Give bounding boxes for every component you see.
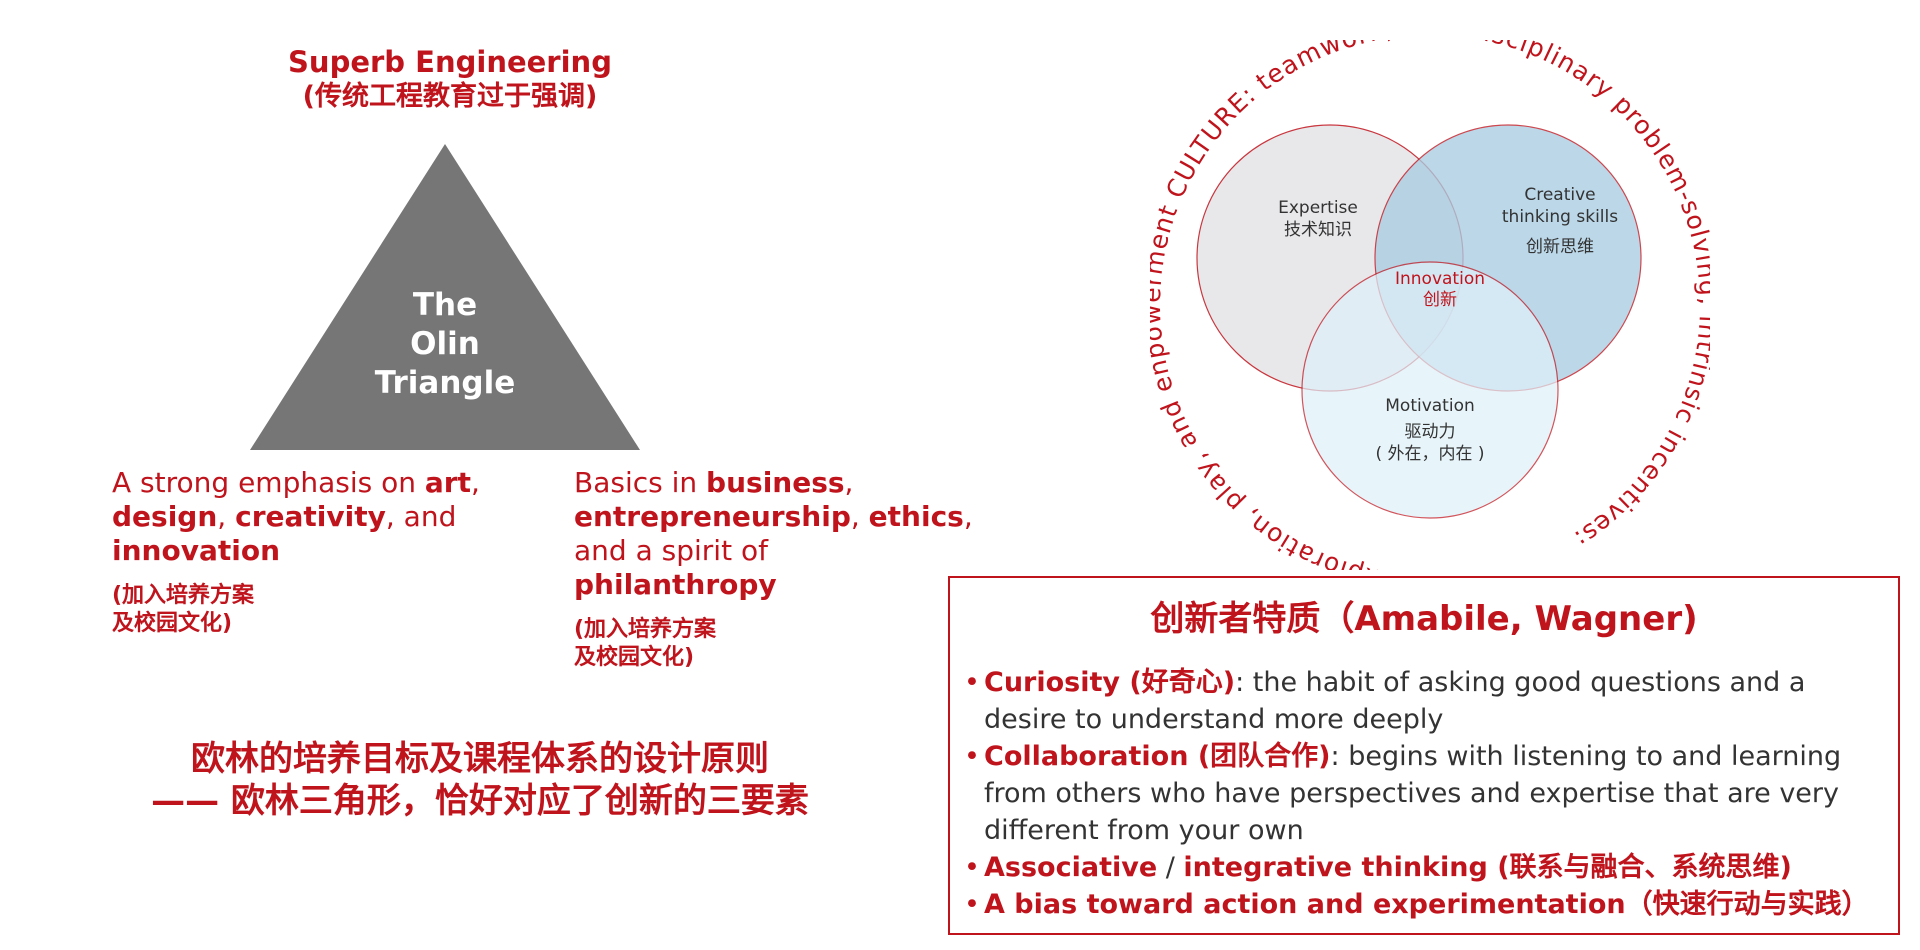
left-art: art (424, 466, 471, 499)
trait-item-collaboration: • Collaboration (团队合作): begins with list… (962, 738, 1890, 849)
trait-name-b: integrative thinking (联系与融合、系统思维) (1183, 852, 1792, 883)
trait-name: Collaboration (团队合作) (984, 741, 1331, 772)
bullet-icon: • (964, 667, 980, 698)
bullet-icon: • (964, 889, 980, 920)
right-corner-body: Basics in business, entrepreneurship, et… (574, 466, 974, 602)
superb-engineering-title: Superb Engineering (288, 45, 612, 79)
superb-engineering-subtitle: (传统工程教育过于强调) (302, 81, 598, 112)
principle-caption: 欧林的培养目标及课程体系的设计原则 —— 欧林三角形，恰好对应了创新的三要素 (60, 738, 900, 822)
left-corner-text: A strong emphasis on art, design, creati… (112, 466, 512, 638)
right-corner-text: Basics in business, entrepreneurship, et… (574, 466, 974, 672)
innovation-core-label: Innovation (1395, 269, 1485, 289)
innovator-traits-box (948, 576, 1900, 935)
innovation-core-label-cn: 创新 (1423, 290, 1457, 310)
right-spirit: and a spirit of (574, 534, 768, 567)
left-innovation: innovation (112, 534, 280, 567)
trait-name: Curiosity (好奇心) (984, 667, 1236, 698)
right-comma-1: , (844, 466, 854, 499)
trait-item-associative-thinking: • Associative / integrative thinking (联系… (962, 849, 1890, 886)
right-entrepreneurship: entrepreneurship (574, 500, 851, 533)
principle-line-1: 欧林的培养目标及课程体系的设计原则 (191, 739, 769, 779)
motivation-label-detail: ( 外在，内在 ) (1375, 444, 1484, 464)
left-comma-2: , (217, 500, 236, 533)
right-ethics: ethics (868, 500, 964, 533)
trait-desc: : the habit of asking good questions and… (984, 667, 1806, 735)
left-design: design (112, 500, 218, 533)
bullet-icon: • (964, 741, 980, 772)
left-comma-1: , (470, 466, 480, 499)
left-corner-note: (加入培养方案 及校园文化) (112, 583, 255, 636)
expertise-label-cn: 技术知识 (1284, 220, 1352, 240)
right-comma-3: , (963, 500, 973, 533)
trait-name: A bias toward action and experimentation… (984, 889, 1869, 920)
trait-separator: / (1157, 852, 1184, 883)
right-comma-2: , (850, 500, 869, 533)
bullet-icon: • (964, 852, 980, 883)
olin-heading: Superb Engineering (传统工程教育过于强调) (250, 44, 650, 114)
triangle-label-line-2: Olin (410, 326, 480, 362)
expertise-label: Expertise (1278, 198, 1358, 218)
trait-item-bias-toward-action: • A bias toward action and experimentati… (962, 886, 1890, 923)
trait-item-curiosity: • Curiosity (好奇心): the habit of asking g… (962, 664, 1890, 738)
right-prefix: Basics in (574, 466, 707, 499)
right-philanthropy: philanthropy (574, 568, 777, 601)
creative-label-1: Creative (1524, 185, 1595, 205)
left-and: , and (385, 500, 457, 533)
innovator-traits-title: 创新者特质（Amabile, Wagner) (1150, 599, 1698, 639)
left-creativity: creativity (235, 500, 386, 533)
left-prefix: A strong emphasis on (112, 466, 425, 499)
innovator-traits-list: • Curiosity (好奇心): the habit of asking g… (962, 664, 1890, 923)
principle-line-2: —— 欧林三角形，恰好对应了创新的三要素 (151, 781, 809, 821)
olin-triangle: The Olin Triangle (250, 144, 640, 450)
creative-label-2: thinking skills (1502, 207, 1618, 227)
motivation-circle (1301, 261, 1559, 519)
trait-name-a: Associative (984, 852, 1158, 883)
innovation-venn-diagram: exploration, play, and enpowerment CULTU… (1150, 40, 1710, 570)
creative-label-cn: 创新思维 (1526, 237, 1594, 257)
right-business: business (706, 466, 845, 499)
left-corner-body: A strong emphasis on art, design, creati… (112, 466, 512, 568)
triangle-label-line-1: The (413, 287, 477, 323)
right-corner-note: (加入培养方案 及校园文化) (574, 617, 717, 670)
triangle-label-line-3: Triangle (375, 365, 515, 401)
motivation-label-cn: 驱动力 (1405, 422, 1456, 442)
motivation-label: Motivation (1385, 396, 1475, 416)
triangle-shape (250, 144, 640, 450)
trait-desc: : begins with listening to and learning … (984, 741, 1842, 846)
